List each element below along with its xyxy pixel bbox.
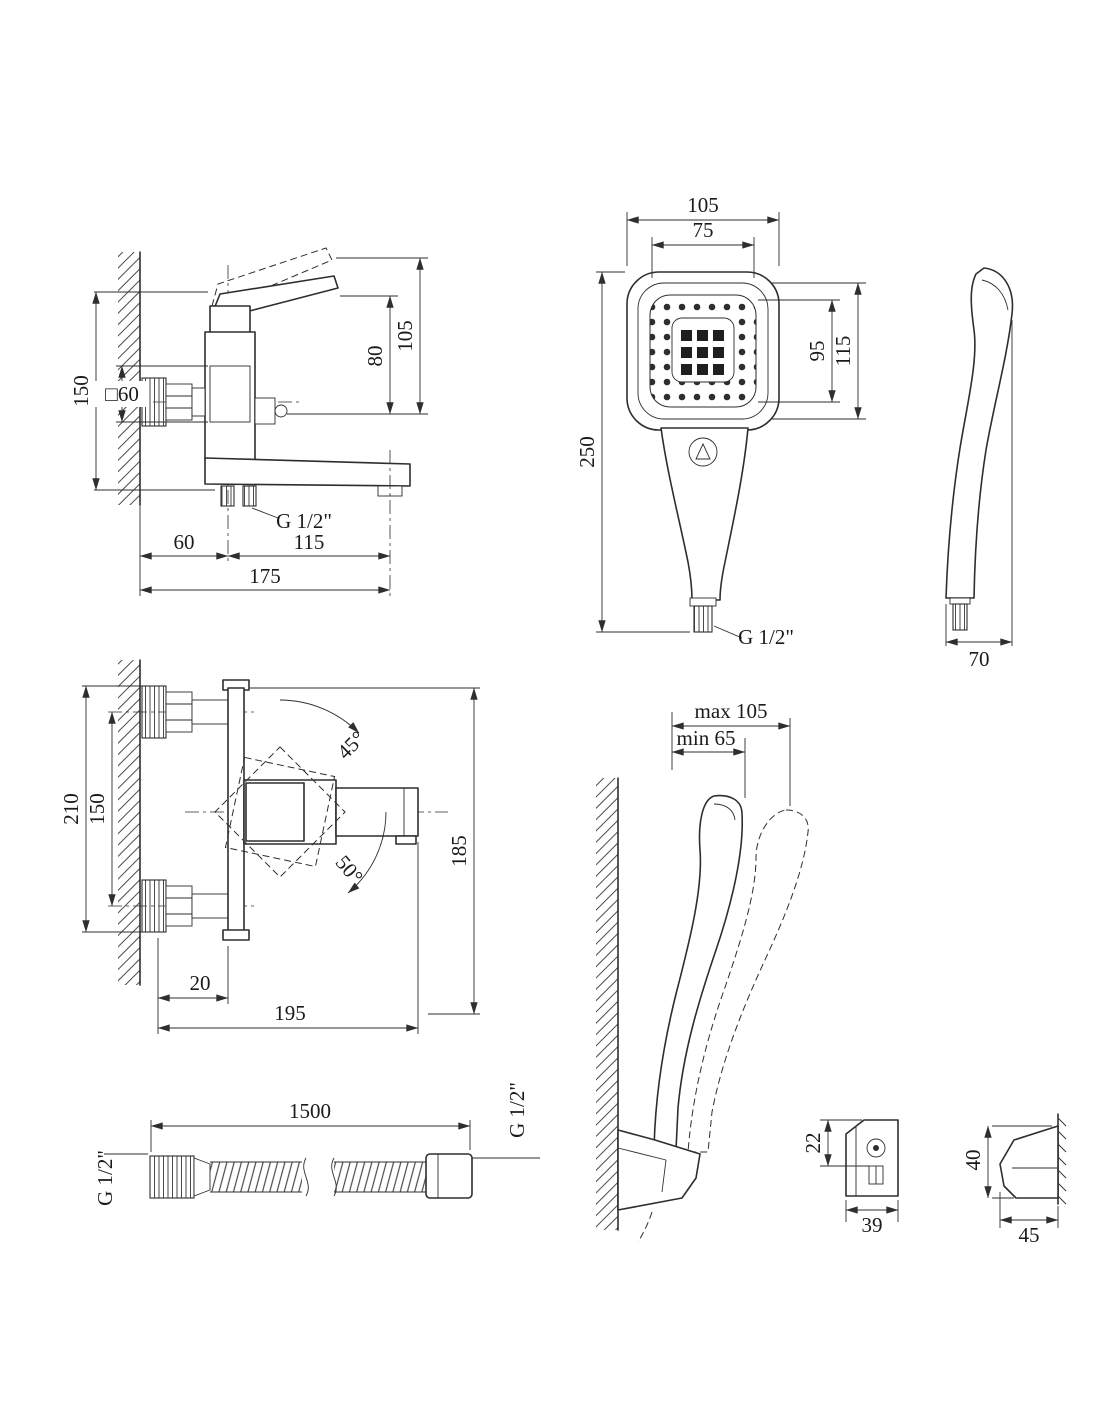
view-mixer-side: 150 □60 80 105 G 1/2" 60 115 175 xyxy=(69,247,428,596)
dim-150-label: 150 xyxy=(85,793,109,825)
view-shower-front: G 1/2" 105 75 250 95 115 xyxy=(575,193,866,649)
dim-22-label: 22 xyxy=(801,1133,825,1154)
wall-hatch xyxy=(118,252,140,505)
mode-button xyxy=(688,437,718,467)
angle-45-label: 45° xyxy=(332,726,370,764)
bracket-side-outline xyxy=(999,1125,1059,1199)
dim-195-label: 195 xyxy=(274,1001,306,1025)
dim-60-label: 60 xyxy=(174,530,195,554)
spout xyxy=(335,787,419,837)
screw-hole xyxy=(866,1138,886,1158)
dim-105-label: 105 xyxy=(687,193,719,217)
dim-115-label: 115 xyxy=(831,336,855,367)
dim-20-label: 20 xyxy=(190,971,211,995)
bottom-wall-connector xyxy=(141,879,229,933)
dim-80-label: 80 xyxy=(363,346,387,367)
shower-handle xyxy=(660,427,749,601)
dim-45-label: 45 xyxy=(1019,1223,1040,1247)
top-wall-connector xyxy=(141,685,229,739)
wall-holder-bracket xyxy=(617,1129,701,1211)
bracket-front-outline xyxy=(845,1119,899,1197)
dim-175-label: 175 xyxy=(249,564,281,588)
dim-max-label: max 105 xyxy=(695,699,768,723)
angle-50-label: 50° xyxy=(331,851,368,889)
dim-70-label: 70 xyxy=(969,647,990,671)
shower-side-profile xyxy=(945,267,1014,599)
view-holder-side: max 105 min 65 xyxy=(596,699,809,1243)
dim-115-label: 115 xyxy=(294,530,325,554)
thread-label: G 1/2" xyxy=(738,625,794,649)
view-shower-side: 70 xyxy=(945,267,1014,671)
handset-in-holder xyxy=(653,794,744,1151)
view-mixer-front: 45° 50° 210 150 185 20 195 xyxy=(59,659,480,1034)
dim-39-label: 39 xyxy=(862,1213,883,1237)
spray-icon xyxy=(695,442,711,460)
handle-phantom-45 xyxy=(214,746,346,878)
dim-185-label: 185 xyxy=(447,835,471,867)
hex-nut xyxy=(165,383,193,421)
dim-210-label: 210 xyxy=(59,793,83,825)
wall-hatch xyxy=(118,660,140,985)
mount-surface-hatch xyxy=(1057,1117,1067,1205)
thread-label: G 1/2" xyxy=(276,509,332,533)
wall-hatch xyxy=(596,778,618,1230)
dim-1500-label: 1500 xyxy=(289,1099,331,1123)
thread-stub xyxy=(952,603,968,631)
hose-segment-right xyxy=(334,1162,426,1192)
hose-break-left xyxy=(303,1157,309,1197)
thread-stub-right xyxy=(242,485,257,507)
dim-min-label: min 65 xyxy=(677,726,736,750)
dim-250-label: 250 xyxy=(575,436,599,468)
thread-stub xyxy=(693,605,713,633)
dim-105-label: 105 xyxy=(393,320,417,352)
dim-sq60-label: □60 xyxy=(105,382,139,406)
hose-tail-phantom xyxy=(637,1211,653,1243)
thread-stub-left xyxy=(220,485,235,507)
mixer-body xyxy=(204,331,256,461)
hose-nut-right xyxy=(425,1153,473,1199)
dim-150-label: 150 xyxy=(69,375,93,407)
arc-50 xyxy=(347,811,387,894)
view-hose: 1500 G 1/2" G 1/2" xyxy=(93,1082,540,1206)
hose-nut-left xyxy=(149,1155,195,1199)
handle-front xyxy=(245,782,305,842)
view-bracket-side: 40 45 xyxy=(961,1113,1067,1247)
diverter-knob xyxy=(254,397,276,425)
hose-segment-left xyxy=(210,1162,302,1192)
spout xyxy=(204,457,411,487)
handle-phantom-50 xyxy=(224,756,336,868)
dim-40-label: 40 xyxy=(961,1150,985,1171)
dim-95-label: 95 xyxy=(805,341,829,362)
handle-pivot xyxy=(209,305,251,335)
arc-45 xyxy=(279,699,360,734)
spout-outlet xyxy=(395,835,417,845)
handset-phantom xyxy=(687,809,809,1153)
dim-75-label: 75 xyxy=(693,218,714,242)
body-plate xyxy=(227,687,245,935)
thread-right-label: G 1/2" xyxy=(505,1082,529,1138)
view-bracket-front: 22 39 xyxy=(801,1119,899,1237)
body-square-section xyxy=(209,365,251,423)
center-jet-grid xyxy=(681,330,724,375)
thread-left-label: G 1/2" xyxy=(93,1150,117,1206)
